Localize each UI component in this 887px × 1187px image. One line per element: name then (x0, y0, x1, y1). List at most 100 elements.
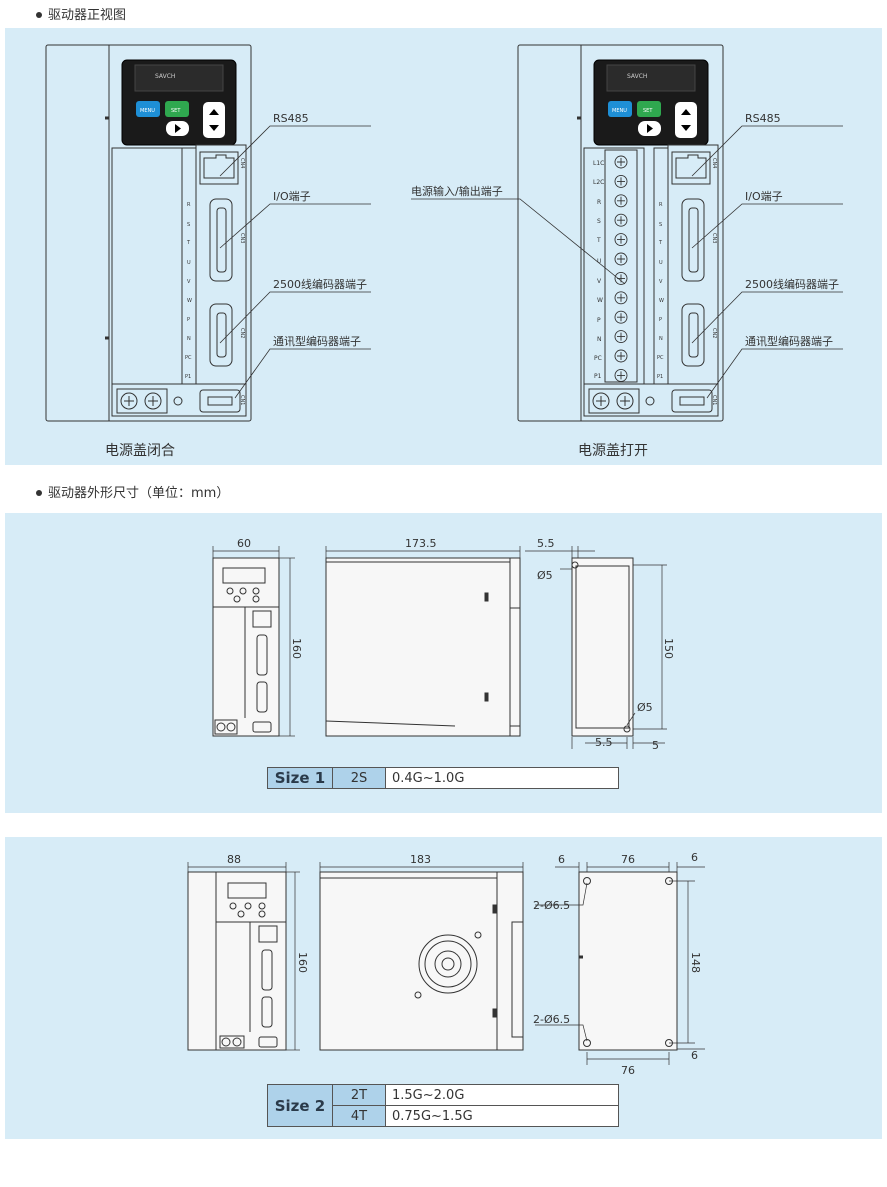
terminal-letter: N (659, 336, 663, 342)
size2-back (578, 871, 678, 1051)
table-row: Size 1 2S 0.4G~1.0G (267, 767, 619, 789)
drive-closed (45, 44, 252, 422)
terminal-letter: V (659, 279, 663, 285)
size-name: Size 1 (267, 767, 333, 789)
dim-hole-spacing: 76 (621, 853, 635, 866)
dim-height: 160 (296, 952, 309, 973)
terminal-screw-slot (617, 196, 625, 205)
connector-cn4: CN4 (711, 158, 717, 168)
size-name: Size 2 (267, 1084, 333, 1127)
brand-logo: SAVCH (155, 73, 175, 80)
terminal-letter: S (659, 222, 662, 228)
terminal-label: S (597, 218, 601, 225)
size2-dimension-lines (187, 862, 705, 1065)
terminal-letter: T (186, 240, 191, 246)
leader-lines-closed (219, 125, 371, 399)
label-comm-encoder: 通讯型编码器端子 (273, 334, 361, 348)
heading-text: 驱动器外形尺寸（单位：mm） (48, 486, 230, 501)
leader-lines-open (411, 125, 843, 399)
drive-closed-texts: SAVCH MENU SET R S T U V W P N PC P1 CN4… (140, 73, 245, 405)
dim-bottom-right: 5 (652, 739, 659, 752)
connector-cn3: CN3 (239, 233, 245, 243)
terminal-screw (614, 368, 628, 382)
dim-bottom-offset: 5.5 (595, 736, 613, 749)
connector-cn4: CN4 (239, 158, 245, 168)
terminal-letter: N (187, 336, 191, 342)
size1-dimension-lines (212, 546, 667, 749)
drive-open-texts: SAVCH MENU SET L1C L2C R S T U V W P N P… (593, 73, 717, 405)
dim-hole-top: 2-Ø6.5 (533, 899, 570, 912)
model-code: 4T (332, 1105, 386, 1127)
connector-cn2: CN2 (711, 328, 717, 338)
connector-cn2: CN2 (239, 328, 245, 338)
bullet-dot (36, 489, 42, 496)
terminal-screw (614, 155, 628, 169)
label-io: I/O端子 (745, 190, 783, 203)
section-heading-front-view: 驱动器正视图 (36, 4, 126, 23)
size2-panel: 88 183 160 6 76 6 2-Ø6.5 2-Ø6.5 148 6 76… (5, 837, 882, 1139)
dim-width: 88 (227, 853, 241, 866)
label-power-io: 电源输入/输出端子 (411, 184, 503, 198)
terminal-screw (614, 213, 628, 227)
front-view-panel: SAVCH MENU SET R S T U V W P N PC P1 CN4… (5, 28, 882, 465)
terminal-label: L2C (593, 179, 604, 186)
terminal-letter: S (187, 222, 190, 228)
terminal-screw (614, 271, 628, 285)
menu-label: MENU (140, 108, 155, 114)
terminal-letter: T (658, 240, 663, 246)
size2-dimension-texts: 88 183 160 6 76 6 2-Ø6.5 2-Ø6.5 148 6 76 (227, 851, 702, 1077)
terminal-screw-slot (617, 332, 625, 341)
size1-front (212, 557, 280, 737)
callouts-closed: RS485 I/O端子 2500线编码器端子 通讯型编码器端子 (273, 112, 367, 348)
caption-closed: 电源盖闭合 (105, 443, 175, 459)
terminal-letter: P1 (657, 374, 663, 380)
terminal-screw (614, 252, 628, 266)
set-label: SET (171, 108, 181, 114)
dim-right-margin: 6 (691, 851, 698, 864)
size1-table: Size 1 2S 0.4G~1.0G (267, 767, 619, 789)
terminal-letter: W (659, 298, 664, 304)
dim-bottom-right: 6 (691, 1049, 698, 1062)
terminal-letter: PC (657, 355, 664, 361)
terminal-label: U (597, 258, 601, 265)
dim-depth: 183 (410, 853, 431, 866)
label-rs485: RS485 (745, 112, 781, 125)
bullet-dot (36, 11, 42, 18)
power-range: 0.4G~1.0G (385, 767, 619, 789)
terminal-screw-slot (617, 255, 625, 263)
size1-drawing: 60 173.5 160 5.5 Ø5 150 Ø5 5.5 5 (212, 537, 675, 752)
terminal-screw (614, 349, 628, 363)
size2-front (187, 871, 287, 1051)
model-code: 2T (332, 1084, 386, 1106)
heading-text: 驱动器正视图 (48, 8, 127, 23)
size1-side (325, 557, 521, 737)
terminal-letter: U (659, 260, 663, 266)
dim-width: 60 (237, 537, 251, 550)
terminal-screw (614, 174, 628, 188)
terminal-letter: P (187, 317, 190, 323)
terminal-screw (614, 291, 628, 305)
dim-hole-bottom: 2-Ø6.5 (533, 1013, 570, 1026)
terminal-label: PC (594, 355, 602, 362)
terminal-screw-slot (617, 352, 625, 360)
connector-cn3: CN3 (711, 233, 717, 243)
terminal-letter: P (659, 317, 662, 323)
terminal-screw-slot (617, 313, 625, 322)
caption-open: 电源盖打开 (578, 442, 648, 459)
terminal-screw-slot (617, 235, 625, 244)
dim-mount-height: 148 (689, 952, 702, 973)
dim-depth: 173.5 (405, 537, 437, 550)
dim-left-margin: 6 (558, 853, 565, 866)
dim-mount-height: 150 (662, 638, 675, 659)
set-label: SET (643, 108, 653, 114)
dim-hole-top: Ø5 (537, 569, 553, 582)
terminal-letter: P1 (185, 374, 191, 380)
terminal-screw (614, 233, 628, 247)
terminal-label: P (597, 317, 601, 324)
callouts-open: RS485 I/O端子 2500线编码器端子 通讯型编码器端子 电源输入/输出端… (411, 112, 839, 348)
terminal-letter: W (187, 298, 192, 304)
power-range: 0.75G~1.5G (385, 1105, 619, 1127)
terminal-label: R (597, 199, 601, 206)
size2-table: Size 2 2T 1.5G~2.0G 4T 0.75G~1.5G (267, 1084, 619, 1127)
dim-side-offset: 5.5 (537, 537, 555, 550)
